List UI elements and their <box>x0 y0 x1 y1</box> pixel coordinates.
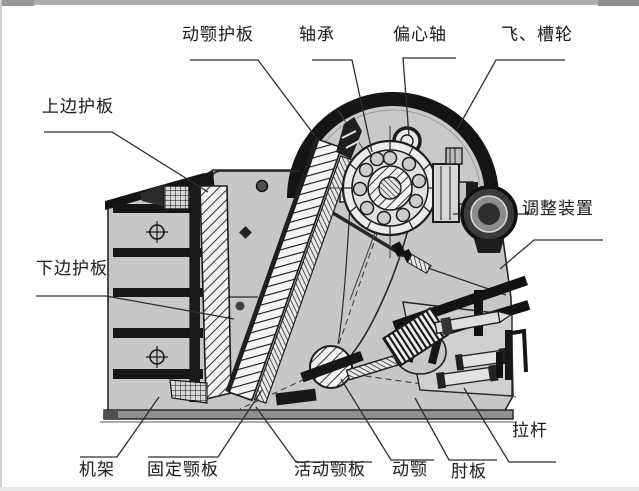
moving-jaw-plate <box>225 138 353 404</box>
label-moving-jaw-guard-plate: 动颚护板 <box>182 25 254 45</box>
bolt-symbol <box>146 346 168 368</box>
leader-toggle-plate <box>414 397 497 461</box>
leader-moving-jaw <box>340 378 434 461</box>
label-adjustment-device: 调整装置 <box>522 199 594 219</box>
leader-fixed-jaw-plate <box>148 389 263 458</box>
bolt-symbol <box>146 221 168 243</box>
label-tie-rod: 拉杆 <box>512 421 548 441</box>
leader-adjustment-device <box>499 239 603 270</box>
label-moving-jaw-plate: 活动颚板 <box>294 460 366 480</box>
rolling-elements <box>352 150 427 226</box>
tie-rod <box>332 211 507 296</box>
leader-lower-side-guard <box>36 295 235 320</box>
jaw-bottom-pivot <box>300 345 364 389</box>
leader-moving-jaw-plate <box>255 406 372 463</box>
label-fixed-jaw-plate: 固定颚板 <box>147 460 219 480</box>
label-upper-side-guard-plate: 上边护板 <box>42 97 114 117</box>
toggle-mechanism <box>381 275 531 397</box>
base <box>100 409 517 423</box>
label-frame: 机架 <box>79 460 115 480</box>
label-lower-side-guard-plate: 下边护板 <box>36 259 108 279</box>
moving-jaw <box>225 117 517 410</box>
leader-flywheel <box>457 59 565 129</box>
label-toggle-plate: 肘板 <box>451 462 487 482</box>
label-moving-jaw: 动颚 <box>392 460 428 480</box>
label-bearing: 轴承 <box>299 25 335 45</box>
adjusting-screw <box>434 310 513 336</box>
label-eccentric-shaft: 偏心轴 <box>393 25 447 45</box>
leader-bearing <box>312 59 373 153</box>
leader-tie-rod <box>463 387 556 463</box>
leader-frame <box>80 396 160 458</box>
adjustment-device <box>453 182 534 253</box>
leader-moving-jaw-guard <box>190 59 319 141</box>
fixed-jaw-plate <box>169 185 317 406</box>
leader-lines <box>36 57 603 463</box>
leader-eccentric-shaft <box>402 57 456 137</box>
leader-upper-side-guard <box>44 131 209 193</box>
label-flywheel-sheave: 飞、槽轮 <box>501 25 573 45</box>
